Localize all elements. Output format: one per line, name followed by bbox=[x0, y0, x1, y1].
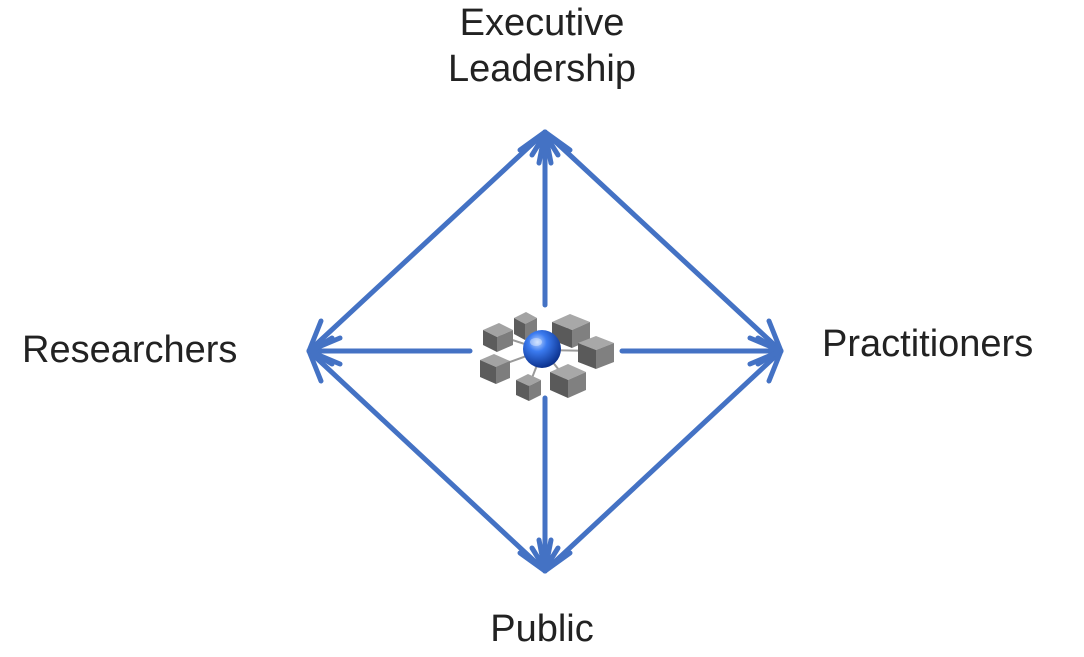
cube-6 bbox=[516, 374, 541, 401]
arrow-bottom-left bbox=[306, 348, 548, 574]
node-public: Public bbox=[490, 608, 594, 650]
node-executive-leadership-line2: Leadership bbox=[447, 48, 637, 90]
node-researchers: Researchers bbox=[22, 329, 238, 371]
network-hub-icon bbox=[480, 312, 614, 401]
node-executive-leadership-line1: Executive bbox=[459, 2, 625, 44]
arrow-left-top bbox=[306, 129, 548, 354]
hub-sphere bbox=[523, 330, 561, 368]
arrowheads-bottom bbox=[517, 537, 573, 574]
cube-5 bbox=[550, 364, 586, 398]
node-executive-leadership: Executive Leadership bbox=[442, 0, 642, 92]
cube-1 bbox=[483, 323, 513, 352]
cube-4 bbox=[578, 336, 614, 369]
arrow-top-right bbox=[542, 129, 784, 354]
arrowheads-left bbox=[306, 318, 343, 384]
arrow-right-bottom bbox=[542, 348, 784, 574]
cube-7 bbox=[480, 354, 510, 384]
arrowheads-right bbox=[747, 318, 784, 384]
arrowheads-top bbox=[517, 129, 573, 166]
node-practitioners: Practitioners bbox=[822, 323, 1034, 365]
